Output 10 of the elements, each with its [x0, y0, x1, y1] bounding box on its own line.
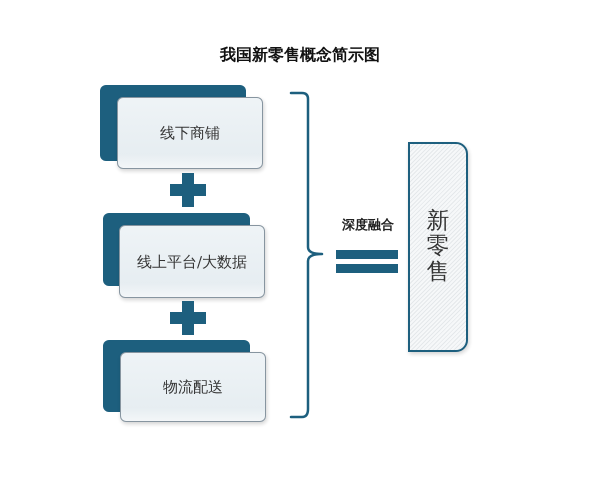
result-box: [408, 142, 468, 352]
process-box: [119, 225, 265, 298]
annotation-text: 深度融合: [342, 218, 394, 234]
box-label: 新零售: [426, 209, 450, 285]
box-label: 物流配送: [163, 377, 223, 397]
box-label: 线上平台/大数据: [136, 252, 248, 272]
process-box: [117, 97, 263, 169]
box-label: 线下商铺: [160, 123, 220, 143]
process-box: [120, 352, 266, 422]
diagram-title: 我国新零售概念简示图: [218, 44, 381, 66]
